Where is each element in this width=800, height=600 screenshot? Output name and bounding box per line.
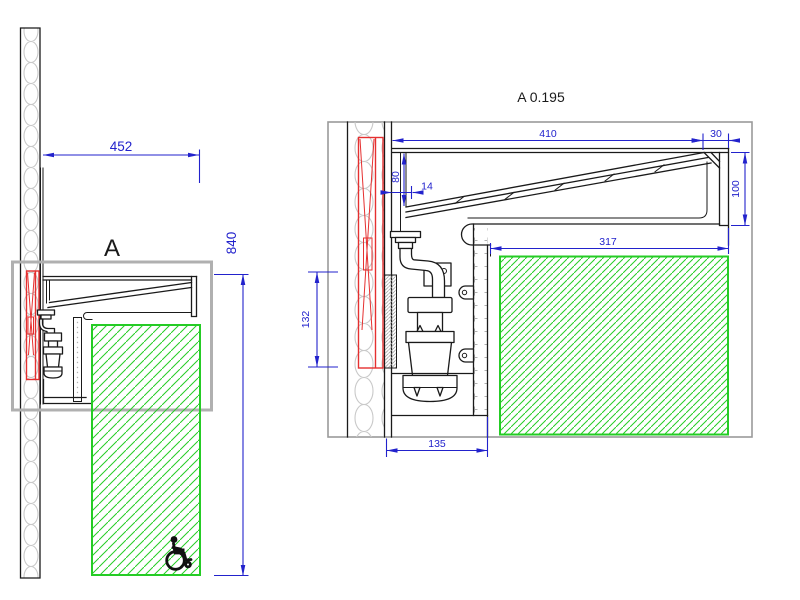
cabinet-bottom [42,378,93,405]
overall-section-view: 452 840 A [11,27,249,579]
dim-30: 30 [691,128,740,148]
dim-132: 132 [300,271,338,368]
dim-840: 840 [214,232,249,577]
dim-840-label: 840 [224,232,239,255]
dim-100-label: 100 [730,180,742,198]
detail-frame [327,121,753,438]
wall-mount-bracket-highlight-detail [357,136,384,369]
dim-132-label: 132 [300,311,312,329]
masonry-wall [19,27,44,579]
wheelchair-icon [165,536,193,571]
masonry-wall-detail [346,121,393,438]
wall-mount-bracket-highlight [25,270,40,381]
bottle-trap-siphon-small [36,309,64,379]
dim-410-label: 410 [539,128,557,140]
support-batten-detail [472,223,489,417]
dim-135-label: 135 [428,438,446,450]
dim-100: 100 [730,151,750,227]
counter-profile-detail [391,147,730,257]
drain-flange [389,230,422,250]
dim-410: 410 [392,128,704,150]
detail-callout-label: A [104,235,120,262]
dim-452: 452 [43,139,201,183]
counter-profile [42,275,198,321]
dim-80: 80 [390,153,407,206]
bottle-trap-siphon-detail [399,247,475,403]
insulation-block [91,324,201,576]
dim-317: 317 [489,228,730,254]
dim-452-label: 452 [110,139,133,154]
dim-14-label: 14 [421,181,433,193]
insulation-backing-strip [384,274,397,369]
detail-view-title: A 0.195 [517,89,565,105]
dim-14: 14 [380,181,433,199]
dim-30-label: 30 [710,128,722,140]
insulation-block-detail [499,255,729,436]
dim-80-label: 80 [390,171,402,183]
dim-135: 135 [385,417,489,457]
detail-section-view: A 0.195 [300,89,753,457]
support-batten [73,317,82,402]
dim-317-label: 317 [599,236,617,248]
